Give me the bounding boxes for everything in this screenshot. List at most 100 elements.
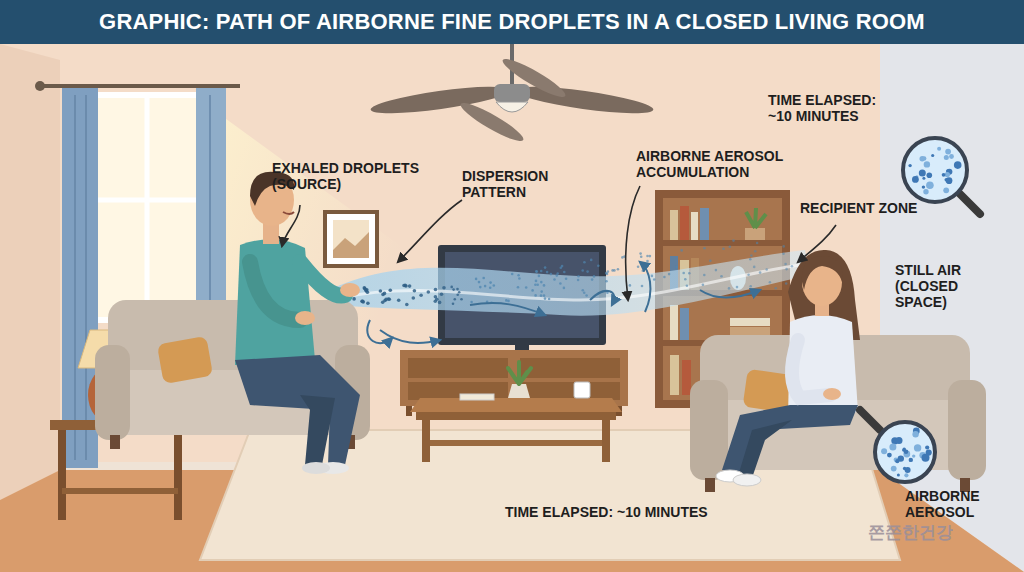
droplet-dot xyxy=(646,255,649,258)
droplet-dot xyxy=(668,273,671,276)
droplet-dot xyxy=(559,282,562,285)
droplet-dot xyxy=(387,297,391,301)
callout-label: AIRBORNE AEROSOL xyxy=(905,488,1005,520)
droplet-dot xyxy=(646,260,649,263)
droplet-dot xyxy=(684,278,687,281)
callout-label: STILL AIR (CLOSED SPACE) xyxy=(895,262,1013,310)
aerosol-particle xyxy=(903,467,906,470)
droplet-dot xyxy=(785,268,788,271)
droplet-dot xyxy=(434,288,438,292)
droplet-dot xyxy=(565,278,568,281)
droplet-dot xyxy=(489,281,492,284)
droplet-dot xyxy=(586,270,589,273)
droplet-dot xyxy=(366,301,370,305)
droplet-dot xyxy=(591,278,594,281)
aerosol-particle xyxy=(922,454,930,462)
droplet-dot xyxy=(493,284,496,287)
droplet-dot xyxy=(686,284,689,287)
callout-label: EXHALED DROPLETS (SOURCE) xyxy=(272,160,447,192)
aerosol-particle xyxy=(926,182,934,190)
droplet-dot xyxy=(722,247,725,250)
aerosol-particle xyxy=(945,149,951,155)
droplet-dot xyxy=(553,278,556,281)
droplet-dot xyxy=(536,283,539,286)
droplet-dot xyxy=(605,280,608,283)
droplet-dot xyxy=(543,284,546,287)
aerosol-particle xyxy=(942,173,946,177)
aerosol-particle xyxy=(924,161,930,167)
droplet-dot xyxy=(605,272,608,275)
droplet-dot xyxy=(470,301,473,304)
aerosol-particle xyxy=(897,474,900,477)
droplet-dot xyxy=(715,269,718,272)
droplet-dot xyxy=(784,263,787,266)
droplet-dot xyxy=(563,271,566,274)
droplet-dot xyxy=(732,239,735,242)
droplet-dot xyxy=(759,271,762,274)
droplet-dot xyxy=(702,283,705,286)
droplet-dot xyxy=(535,270,538,273)
droplet-dot xyxy=(775,287,778,290)
droplet-dot xyxy=(617,268,620,271)
droplet-dot xyxy=(517,286,520,289)
droplet-dot xyxy=(747,274,750,277)
droplet-dot xyxy=(531,289,534,292)
droplet-dot xyxy=(769,281,772,284)
droplet-dot xyxy=(639,252,642,255)
droplet-dot xyxy=(611,269,614,272)
droplet-dot xyxy=(709,260,712,263)
aerosol-particle xyxy=(923,189,928,194)
droplet-dot xyxy=(546,271,549,274)
droplet-dot xyxy=(749,258,752,261)
droplet-dot xyxy=(728,287,731,290)
droplet-dot xyxy=(450,286,453,289)
droplet-dot xyxy=(454,298,457,301)
droplet-dot xyxy=(403,284,407,288)
droplet-dot xyxy=(720,275,723,278)
droplet-dot xyxy=(456,294,459,297)
droplet-dot xyxy=(352,297,356,301)
droplet-dot xyxy=(583,261,586,264)
droplet-dot xyxy=(434,295,438,299)
droplet-dot xyxy=(361,299,365,303)
droplet-dot xyxy=(383,292,387,296)
aerosol-particle xyxy=(922,177,925,180)
droplet-dot xyxy=(397,299,401,303)
droplet-dot xyxy=(366,291,370,295)
droplet-dot xyxy=(556,274,559,277)
droplet-dot xyxy=(563,287,566,290)
droplet-dot xyxy=(649,255,652,258)
title: GRAPHIC: PATH OF AIRBORNE FINE DROPLETS … xyxy=(0,0,1024,44)
droplet-dot xyxy=(389,289,393,293)
aerosol-particle xyxy=(896,437,903,444)
droplet-dot xyxy=(534,294,537,297)
droplet-dot xyxy=(534,283,537,286)
title-bar xyxy=(0,0,1024,44)
callout-label: DISPERSION PATTERN xyxy=(462,168,572,200)
aerosol-particle xyxy=(931,154,934,157)
aerosol-particle xyxy=(914,444,921,451)
droplet-dot xyxy=(585,294,588,297)
droplet-dot xyxy=(642,269,645,272)
callout-label: AIRBORNE AEROSOL ACCUMULATION xyxy=(636,148,806,180)
droplet-dot xyxy=(653,278,656,281)
aerosol-particle xyxy=(919,169,926,176)
droplet-dot xyxy=(791,265,794,268)
droplet-dot xyxy=(482,277,485,280)
droplet-dot xyxy=(452,303,455,306)
droplet-dot xyxy=(525,286,528,289)
aerosol-particle xyxy=(889,444,896,451)
droplet-dot xyxy=(478,281,481,284)
droplet-dot xyxy=(663,276,666,279)
aerosol-particle xyxy=(912,431,918,437)
droplet-dot xyxy=(577,275,580,278)
droplet-dot xyxy=(535,280,538,283)
aerosol-particle xyxy=(922,185,925,188)
droplet-dot xyxy=(581,269,584,272)
time-note: TIME ELAPSED: ~10 MINUTES xyxy=(768,92,878,124)
aerosol-particle xyxy=(904,449,909,454)
droplet-dot xyxy=(637,266,640,269)
droplet-dot xyxy=(540,294,543,297)
droplet-dot xyxy=(543,294,546,297)
droplet-dot xyxy=(511,273,514,276)
